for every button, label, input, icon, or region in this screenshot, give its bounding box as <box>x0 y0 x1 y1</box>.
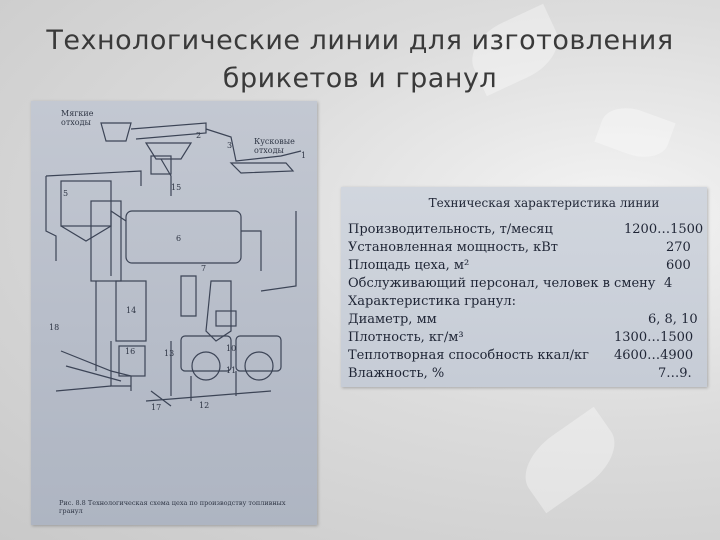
label-17: 17 <box>151 403 162 412</box>
spec-value: 4 <box>664 276 673 291</box>
label-1: 1 <box>301 151 307 160</box>
spec-value: 1300…1500 <box>614 330 694 345</box>
label-16: 16 <box>125 347 136 356</box>
label-6: 6 <box>176 234 182 243</box>
background-leaf <box>594 99 676 166</box>
spec-value: 4600…4900 <box>614 348 694 363</box>
spec-row: Влажность, % 7…9. <box>348 365 700 383</box>
spec-row: Установленная мощность, кВт 270 <box>348 239 700 257</box>
spec-row: Плотность, кг/м³ 1300…1500 <box>348 329 700 347</box>
process-scheme-drawing <box>45 122 302 407</box>
label-15: 15 <box>171 183 182 192</box>
spec-table-title: Техническая характеристика линии <box>428 196 660 210</box>
spec-table-image: Техническая характеристика линии Произво… <box>341 187 707 387</box>
label-12: 12 <box>199 401 210 410</box>
spec-row: Площадь цеха, м² 600 <box>348 257 700 275</box>
spec-value: 6, 8, 10 <box>648 312 698 327</box>
label-lump-waste: Кусковые отходы <box>254 137 295 155</box>
spec-row: Характеристика гранул: <box>348 293 700 311</box>
background-leaf <box>511 406 629 514</box>
spec-label: Производительность, т/месяц <box>348 222 553 237</box>
label-2: 2 <box>196 131 202 140</box>
spec-label: Диаметр, мм <box>348 312 437 327</box>
spec-label: Влажность, % <box>348 366 445 381</box>
spec-row: Обслуживающий персонал, человек в смену … <box>348 275 700 293</box>
spec-value: 7…9. <box>658 366 692 381</box>
process-scheme-image: Мягкие отходы Кусковые отходы 1 2 3 5 6 … <box>31 101 317 525</box>
spec-value: 1200…1500 <box>624 222 704 237</box>
label-14: 14 <box>126 306 137 315</box>
label-10: 10 <box>226 344 237 353</box>
spec-label: Площадь цеха, м² <box>348 258 470 273</box>
spec-value: 600 <box>666 258 691 273</box>
label-soft-waste: Мягкие отходы <box>61 109 94 127</box>
slide-title: Технологические линии для изготовления б… <box>40 22 680 98</box>
spec-row: Теплотворная способность ккал/кг 4600…49… <box>348 347 700 365</box>
spec-row: Диаметр, мм 6, 8, 10 <box>348 311 700 329</box>
slide-title-line-1: Технологические линии для изготовления <box>46 25 674 56</box>
label-13: 13 <box>164 349 175 358</box>
label-11: 11 <box>226 366 237 375</box>
label-5: 5 <box>63 189 69 198</box>
spec-label: Обслуживающий персонал, человек в смену <box>348 276 656 291</box>
spec-label: Установленная мощность, кВт <box>348 240 558 255</box>
label-18: 18 <box>49 323 60 332</box>
label-3: 3 <box>227 141 233 150</box>
spec-label: Характеристика гранул: <box>348 294 517 309</box>
spec-value: 270 <box>666 240 691 255</box>
slide-title-line-2: брикетов и гранул <box>222 63 498 94</box>
label-7: 7 <box>201 264 207 273</box>
spec-row: Производительность, т/месяц 1200…1500 <box>348 221 704 239</box>
spec-label: Плотность, кг/м³ <box>348 330 464 345</box>
scheme-caption: Рис. 8.8 Технологическая схема цеха по п… <box>59 499 286 515</box>
spec-label: Теплотворная способность ккал/кг <box>348 348 589 363</box>
